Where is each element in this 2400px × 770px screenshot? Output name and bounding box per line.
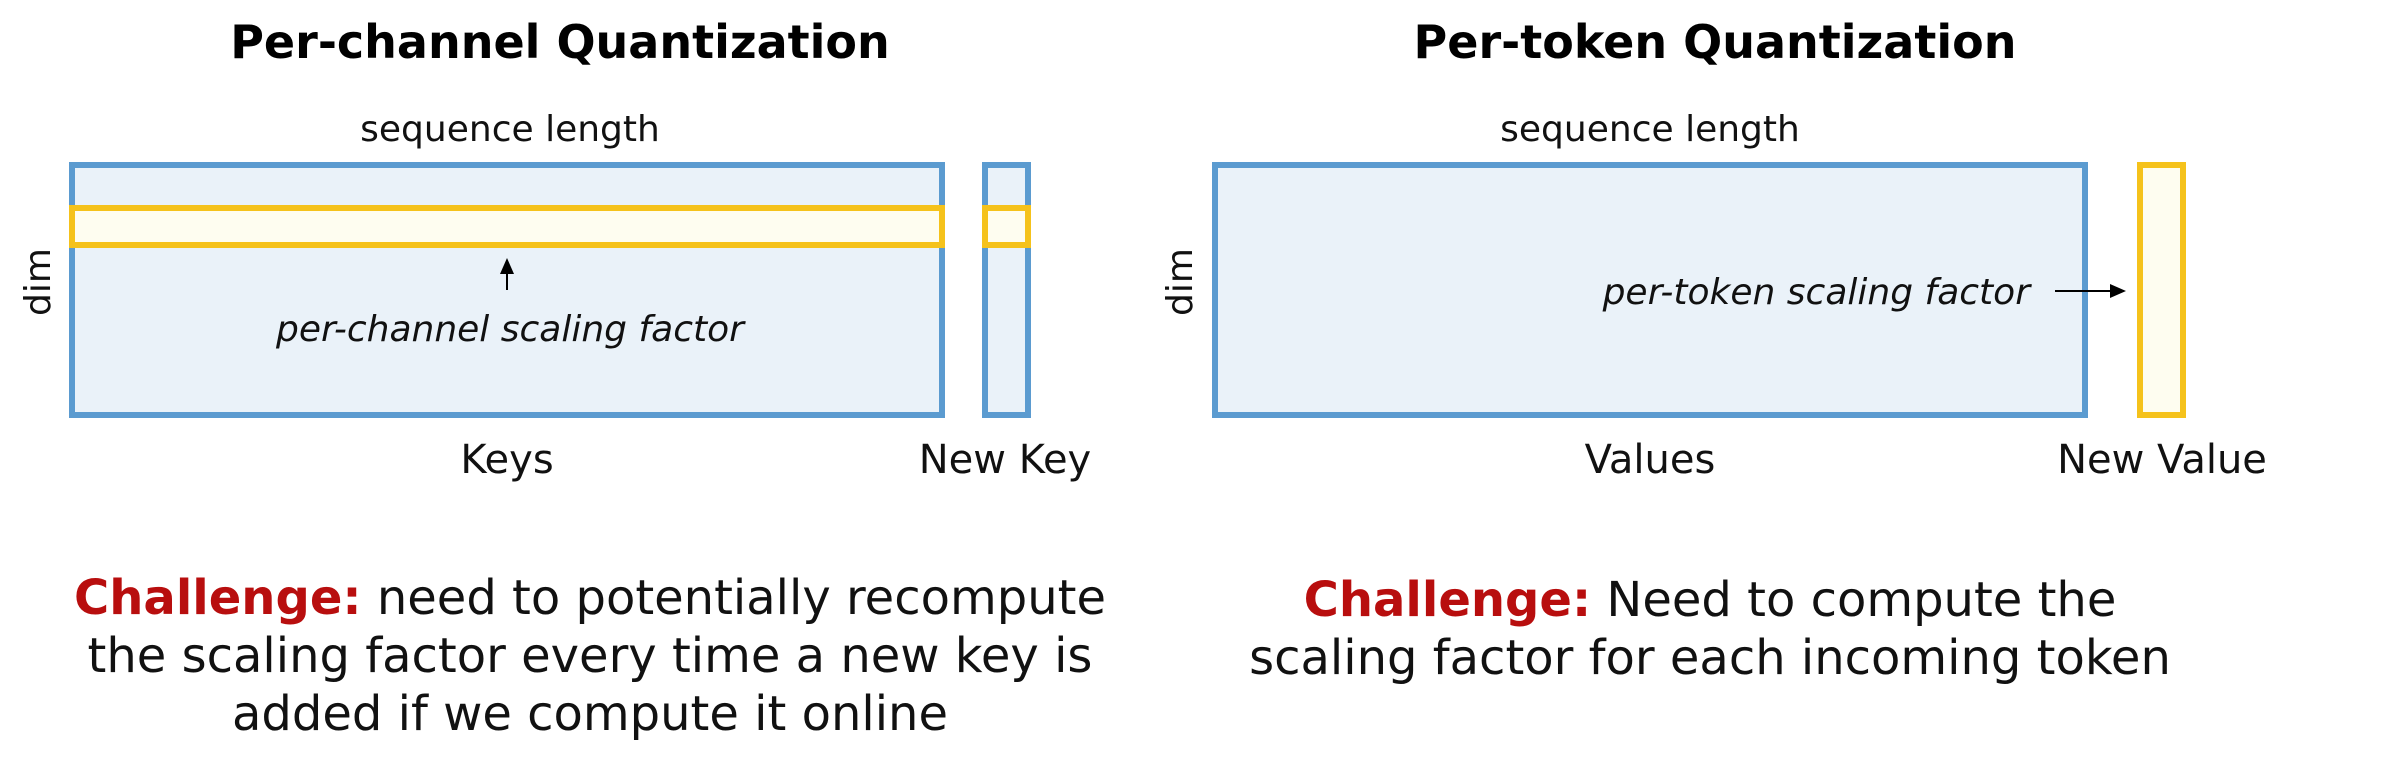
keys-label: Keys — [460, 437, 553, 483]
per-token-title: Per-token Quantization — [1414, 15, 2017, 69]
per-channel-challenge-line-1: Challenge: need to potentially recompute — [74, 570, 1106, 626]
new-key-label: New Key — [919, 437, 1091, 483]
per-token-challenge-line-1: Challenge: Need to compute the — [1304, 572, 2117, 628]
per-channel-challenge-line-2: the scaling factor every time a new key … — [88, 628, 1093, 684]
new-value-label: New Value — [2057, 437, 2267, 483]
values-label: Values — [1585, 437, 1716, 483]
per-channel-panel: Per-channel Quantization sequence length… — [18, 15, 1106, 742]
per-channel-dim-label: dim — [18, 248, 59, 316]
per-channel-scaling-factor-label: per-channel scaling factor — [275, 309, 746, 350]
per-channel-challenge-keyword: Challenge: — [74, 570, 362, 626]
new-value-scaling-column — [2137, 162, 2186, 418]
per-channel-arrow — [500, 258, 514, 290]
per-token-challenge-keyword: Challenge: — [1304, 572, 1592, 628]
per-channel-sequence-length-label: sequence length — [360, 109, 660, 150]
per-token-arrow — [2055, 284, 2126, 298]
per-token-scaling-factor-label: per-token scaling factor — [1602, 272, 2033, 313]
new-key-scaling-cell — [982, 205, 1031, 248]
per-token-sequence-length-label: sequence length — [1500, 109, 1800, 150]
values-matrix — [1212, 162, 2088, 418]
new-key-column — [982, 162, 1031, 418]
per-channel-title: Per-channel Quantization — [230, 15, 890, 69]
per-token-dim-label: dim — [1160, 248, 1201, 316]
per-token-panel: Per-token Quantization sequence length d… — [1160, 15, 2267, 686]
per-token-challenge-line-2: scaling factor for each incoming token — [1249, 630, 2171, 686]
per-channel-scaling-row — [69, 205, 945, 248]
per-channel-challenge-line-3: added if we compute it online — [232, 686, 948, 742]
